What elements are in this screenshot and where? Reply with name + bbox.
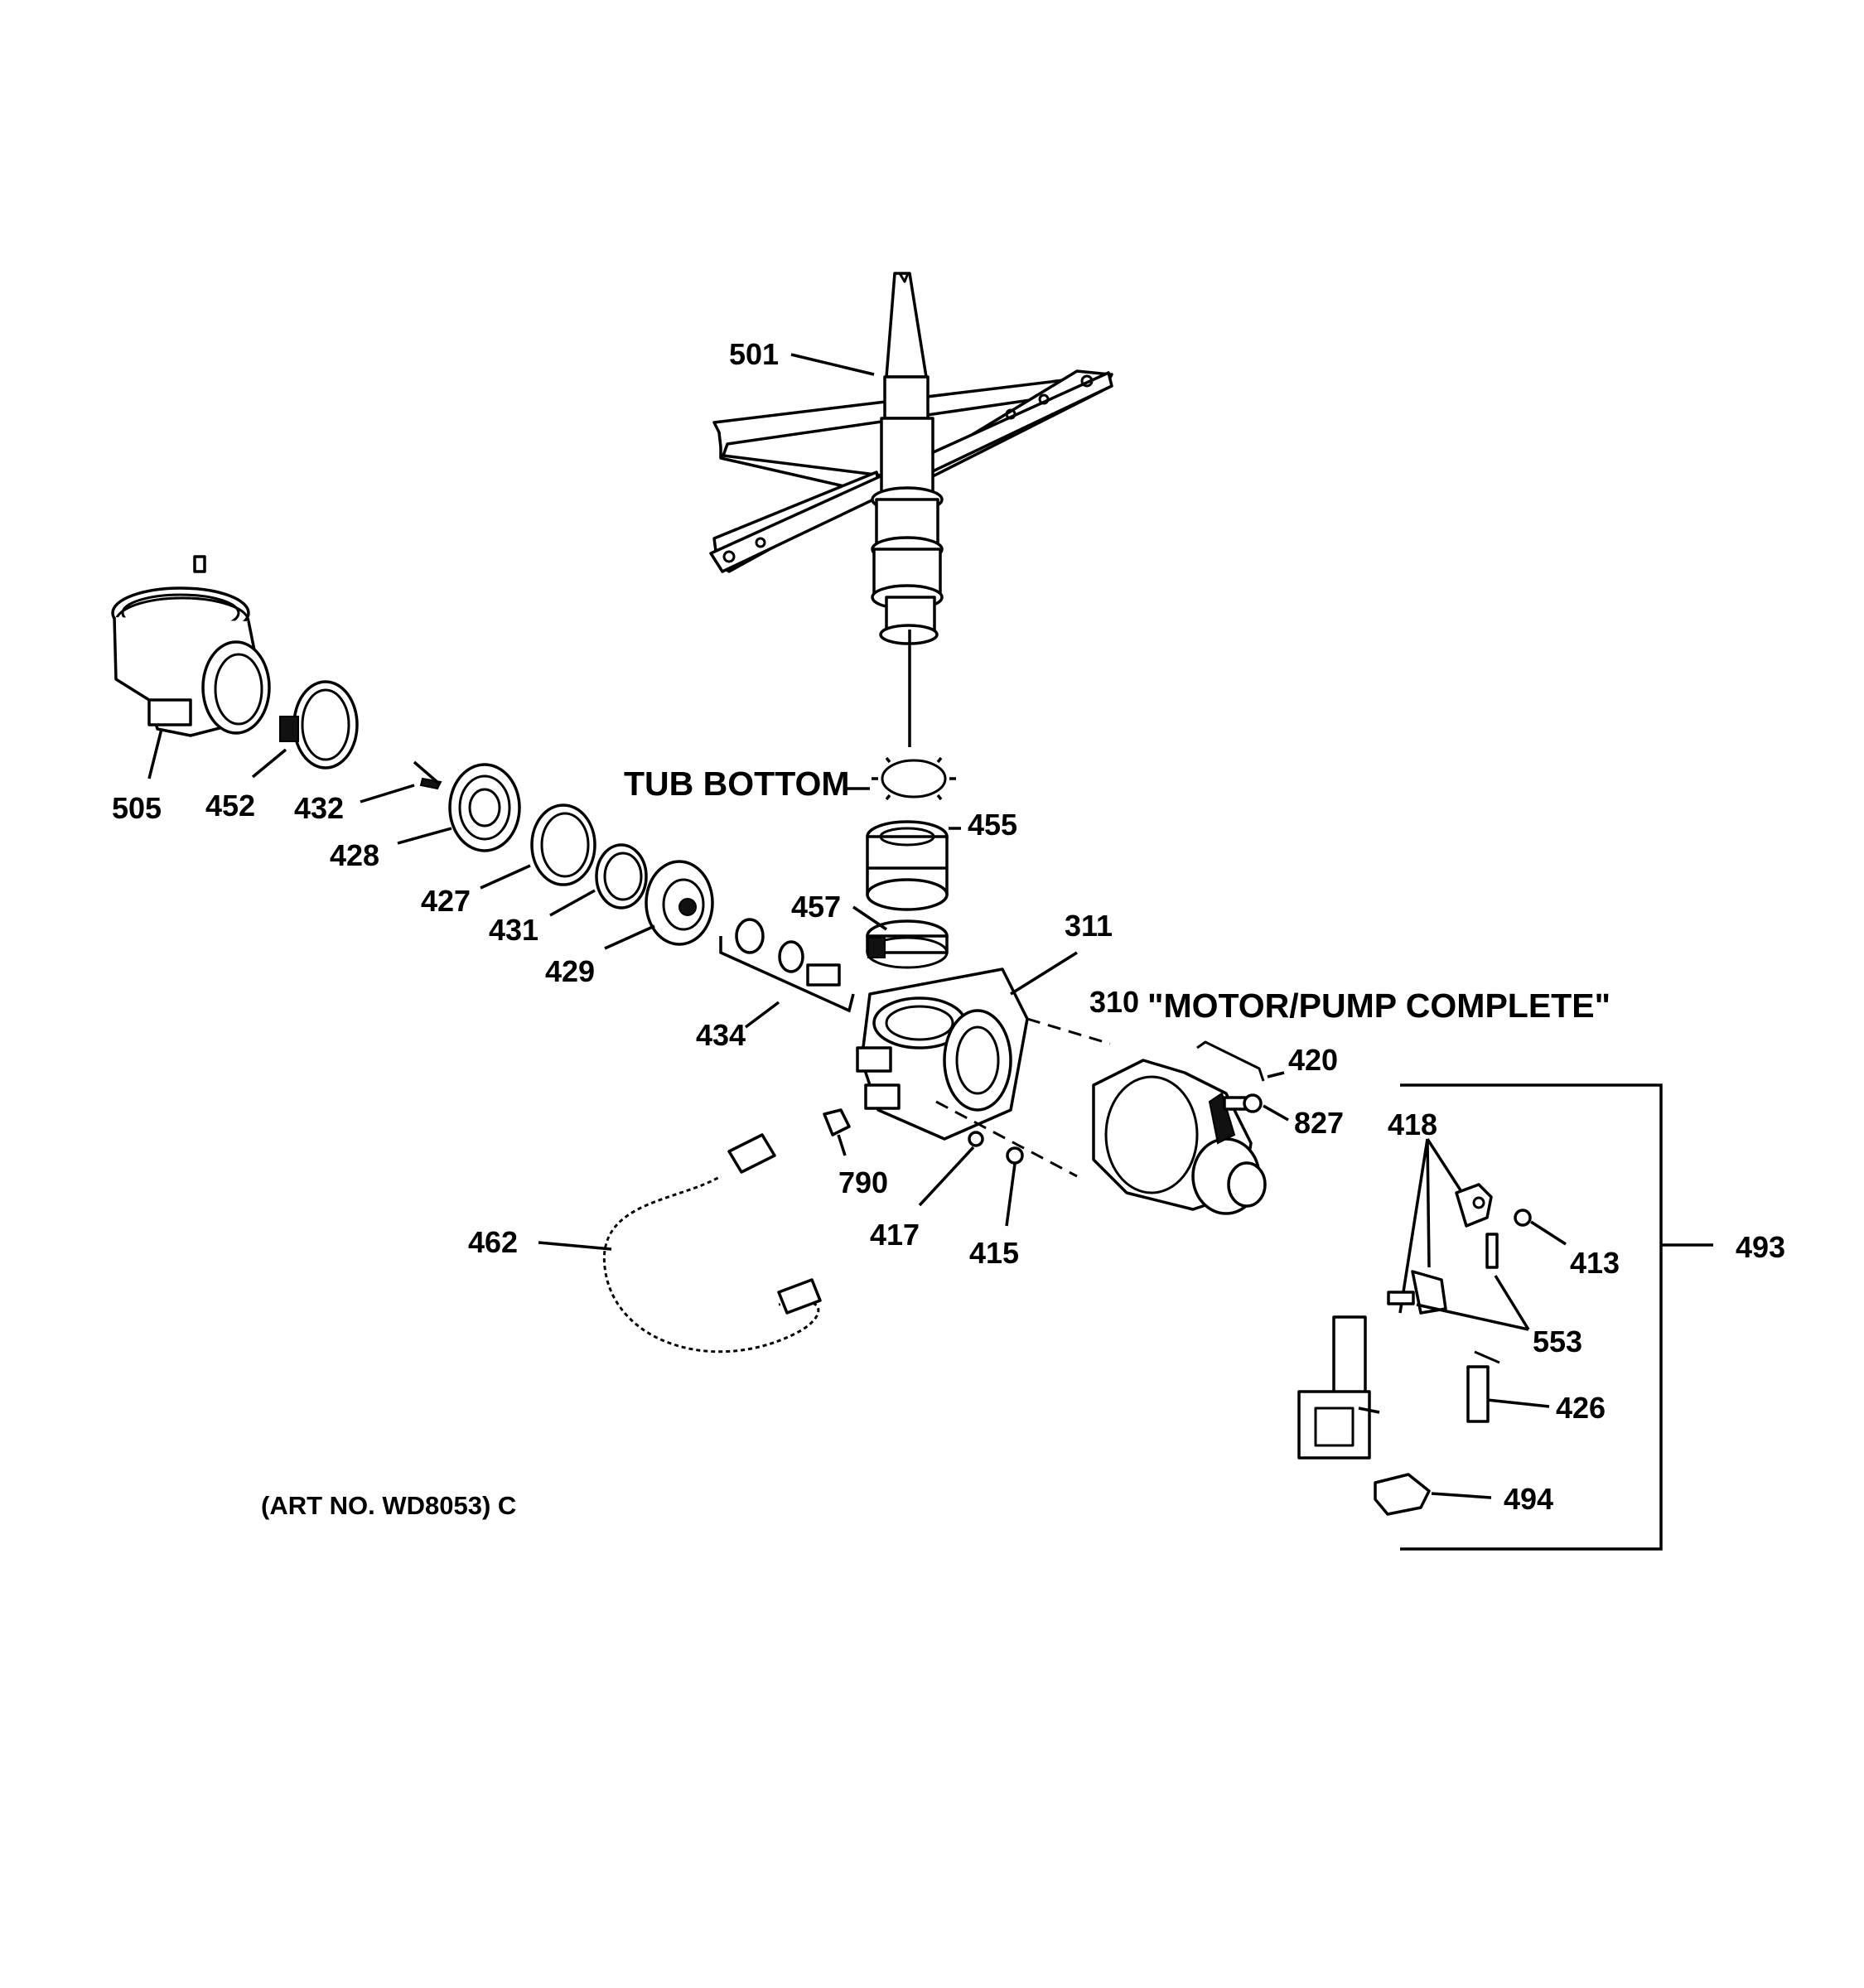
callout-413: 413 [1570, 1246, 1620, 1280]
callout-311: 311 [1065, 909, 1113, 943]
callout-426: 426 [1556, 1391, 1606, 1425]
clamp-457 [866, 919, 949, 969]
washer-415 [1005, 1146, 1024, 1227]
spray-arm-assembly-501 [709, 272, 1113, 747]
tub-bottom-gasket [843, 756, 956, 801]
spring-420 [1196, 1040, 1285, 1082]
callout-420: 420 [1288, 1043, 1338, 1077]
callout-493: 493 [1736, 1230, 1785, 1264]
lever-418 [1398, 1138, 1493, 1315]
callout-428: 428 [330, 838, 379, 872]
ring-427 [530, 803, 596, 886]
callout-310: 310 [1089, 985, 1139, 1019]
cap-429 [645, 860, 714, 946]
ring-431 [595, 843, 648, 910]
callout-790: 790 [838, 1165, 888, 1199]
washer-417 [918, 1131, 984, 1207]
callout-417: 417 [870, 1218, 920, 1252]
callout-432: 432 [294, 791, 344, 825]
cover-494 [1374, 1473, 1492, 1516]
tub-bottom-label: TUB BOTTOM [624, 765, 850, 803]
callout-415: 415 [969, 1236, 1019, 1270]
motor-310 [935, 1017, 1267, 1215]
callout-418: 418 [1388, 1107, 1437, 1141]
callout-457: 457 [791, 890, 841, 924]
callout-431: 431 [489, 913, 538, 947]
clip-790 [823, 1108, 851, 1136]
leader-lines [147, 353, 961, 1251]
solenoid-bracket [1297, 1315, 1380, 1460]
seal-455 [866, 820, 949, 911]
callout-553: 553 [1533, 1325, 1582, 1358]
screw-827 [1223, 1093, 1289, 1122]
callout-501: 501 [729, 337, 779, 371]
sump-505 [111, 555, 271, 737]
callout-429: 429 [545, 954, 595, 988]
motor-pump-complete-title: "MOTOR/PUMP COMPLETE" [1147, 987, 1610, 1025]
callout-452: 452 [205, 789, 255, 823]
clamp-452 [279, 680, 359, 770]
callout-455: 455 [968, 808, 1017, 842]
callout-827: 827 [1294, 1106, 1344, 1140]
callout-494: 494 [1504, 1482, 1553, 1516]
callout-434: 434 [696, 1018, 746, 1052]
hose-462 [600, 1133, 823, 1356]
callout-462: 462 [468, 1225, 518, 1259]
pin-426 [1466, 1350, 1550, 1423]
impeller-428 [413, 760, 521, 852]
art-number: (ART NO. WD8053) C [261, 1491, 516, 1520]
group-bracket-493 [1400, 1083, 1713, 1551]
callout-505: 505 [112, 791, 162, 825]
springs-553 [1387, 1233, 1530, 1331]
clip-413 [1514, 1209, 1567, 1246]
callout-427: 427 [421, 884, 471, 918]
pump-housing-311 [856, 951, 1078, 1141]
seal-kit-434 [719, 918, 855, 1013]
